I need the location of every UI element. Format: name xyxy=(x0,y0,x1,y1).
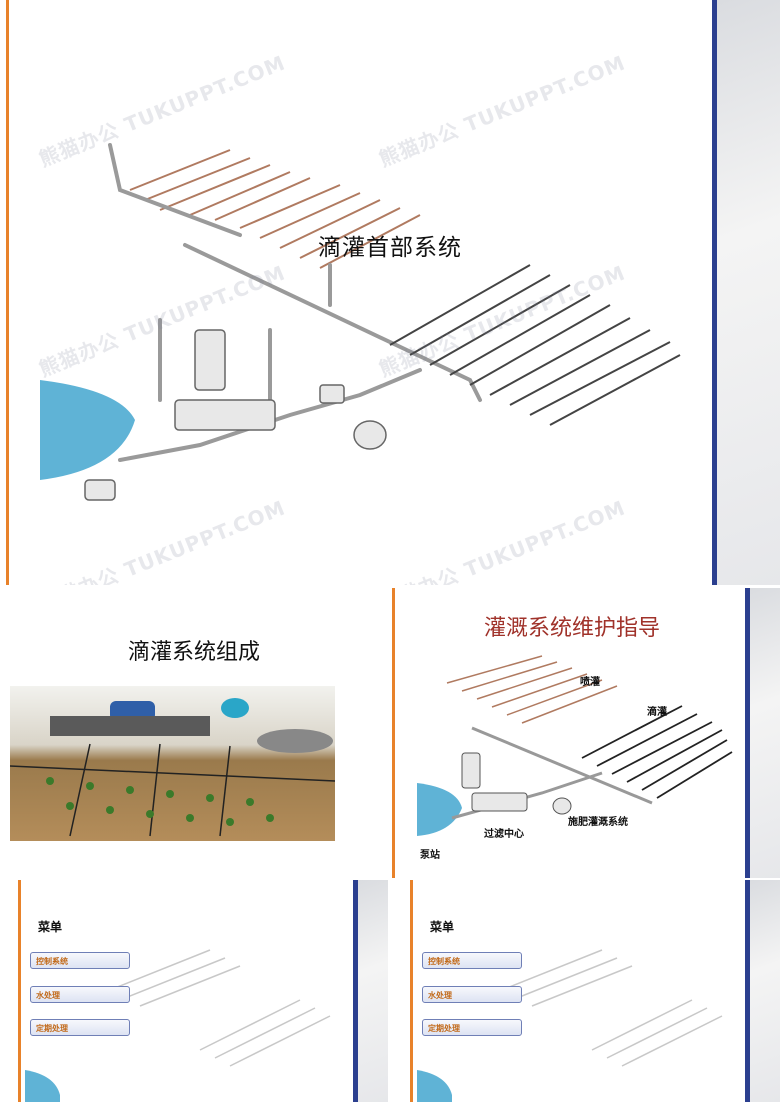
accent-bar xyxy=(392,588,395,878)
accent-bar xyxy=(410,880,413,1102)
slide-menu-right: 菜单 控制系统 水处理 定期处理 xyxy=(392,880,780,1102)
slide-main: 熊猫办公 TUKUPPT.COM 熊猫办公 TUKUPPT.COM 熊猫办公 T… xyxy=(6,0,780,585)
menu-diagram xyxy=(417,949,723,1102)
pump xyxy=(84,479,116,501)
menu-item-control-system[interactable]: 控制系统 xyxy=(422,952,522,969)
side-panel xyxy=(712,0,780,585)
valve xyxy=(319,384,345,404)
side-decoration xyxy=(750,880,780,1102)
menu-item-periodic-treatment[interactable]: 定期处理 xyxy=(30,1019,130,1036)
water-source xyxy=(40,380,135,480)
side-stripe xyxy=(712,0,717,585)
slide-title: 灌溉系统维护指导 xyxy=(483,616,660,641)
slide-components: 滴灌系统组成 xyxy=(0,588,388,878)
cyclone xyxy=(194,329,226,391)
menu-item-water-treatment[interactable]: 水处理 xyxy=(422,986,522,1003)
label-pump-station: 泵站 xyxy=(420,850,440,861)
side-decoration xyxy=(358,880,388,1102)
slide-title: 滴灌首部系统 xyxy=(318,235,462,261)
side-stripe xyxy=(353,880,358,1102)
maintenance-diagram xyxy=(417,655,733,836)
menu-item-periodic-treatment[interactable]: 定期处理 xyxy=(422,1019,522,1036)
label-fertigation: 施肥灌溉系统 xyxy=(568,817,628,828)
irrigation-diagram xyxy=(40,143,681,501)
filter-unit xyxy=(174,399,276,431)
menu-title: 菜单 xyxy=(38,920,63,934)
side-stripe xyxy=(745,588,750,878)
side-panel xyxy=(353,880,388,1102)
slide-menu-left: 菜单 控制系统 水处理 定期处理 xyxy=(0,880,388,1102)
side-panel xyxy=(745,588,780,878)
accent-bar xyxy=(6,0,9,585)
slide-title: 滴灌系统组成 xyxy=(127,640,260,665)
menu-item-water-treatment[interactable]: 水处理 xyxy=(30,986,130,1003)
accent-bar xyxy=(18,880,21,1102)
menu-item-control-system[interactable]: 控制系统 xyxy=(30,952,130,969)
side-panel xyxy=(745,880,780,1102)
label-drip: 滴灌 xyxy=(647,707,667,718)
menu-diagram xyxy=(25,949,331,1102)
label-filter-center: 过滤中心 xyxy=(484,829,524,840)
side-stripe xyxy=(745,880,750,1102)
menu-title: 菜单 xyxy=(430,920,455,934)
side-decoration xyxy=(717,0,780,585)
irrigation-photo xyxy=(10,686,335,841)
label-sprinkler: 喷灌 xyxy=(580,677,600,688)
fertilizer-tank xyxy=(353,420,387,450)
side-decoration xyxy=(750,588,780,878)
slide-maintenance: 灌溉系统维护指导 喷灌 滴灌 过滤中心 施肥灌溉系统 泵站 xyxy=(392,588,780,878)
